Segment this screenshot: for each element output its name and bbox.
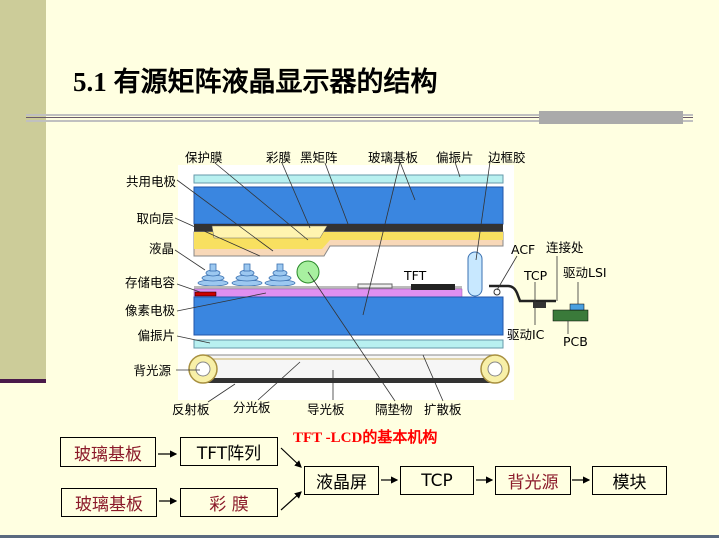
label-diffuser: 扩散板 [424, 402, 462, 417]
title-rule [26, 114, 693, 116]
flow-box-lcd-panel: 液晶屏 [304, 466, 379, 495]
title-rule [26, 117, 693, 118]
leader-lines [174, 161, 579, 403]
label-color-filter: 彩膜 [266, 150, 291, 165]
driver-lsi [569, 303, 585, 311]
label-tft: TFT [403, 268, 427, 283]
flow-box-glass-substrate-2: 玻璃基板 [61, 488, 157, 517]
label-reflector: 反射板 [172, 402, 210, 417]
label-common-electrode: 共用电极 [126, 174, 177, 189]
label-prism-sheet: 分光板 [233, 400, 271, 415]
flow-box-color-film: 彩 膜 [180, 488, 278, 517]
storage-capacitor [194, 291, 217, 297]
tcp-film [489, 284, 556, 303]
label-polarizer-bottom: 偏振片 [137, 328, 175, 343]
bottom-glass [193, 296, 504, 336]
label-acf: ACF [511, 242, 535, 257]
label-driver-ic: 驱动IC [507, 327, 545, 342]
slide-title: 5.1 有源矩阵液晶显示器的结构 [73, 67, 438, 97]
label-pcb: PCB [563, 334, 588, 349]
label-sealant: 边框胶 [488, 150, 526, 165]
flow-box-tcp: TCP [400, 466, 474, 495]
label-light-guide: 导光板 [307, 402, 345, 417]
acf [493, 288, 501, 296]
diagram-caption: TFT -LCD的基本机构 [293, 430, 438, 446]
label-backlight: 背光源 [133, 363, 171, 378]
flow-box-backlight: 背光源 [495, 466, 571, 495]
label-polarizer-top: 偏振片 [436, 150, 474, 165]
title-rule-block [539, 111, 683, 124]
driver-ic [533, 302, 546, 308]
label-connection: 连接处 [546, 240, 584, 255]
label-tcp: TCP [523, 268, 548, 283]
pcb [552, 309, 589, 322]
label-protective-film: 保护膜 [185, 150, 223, 165]
liquid-crystal-molecules [197, 263, 296, 287]
top-polarizer [193, 174, 504, 184]
label-storage-capacitor: 存储电容 [125, 275, 175, 290]
tft [411, 284, 455, 290]
label-alignment-layer: 取向层 [136, 211, 174, 226]
flow-box-tft-array: TFT阵列 [180, 437, 278, 466]
flow-box-module: 模块 [592, 466, 667, 495]
black-matrix [194, 224, 503, 232]
tft-electrode [357, 283, 393, 289]
left-accent-bar [0, 0, 46, 379]
left-accent-line [0, 379, 46, 383]
title-rule [26, 120, 693, 122]
label-glass-substrate: 玻璃基板 [368, 150, 419, 165]
color-filter [211, 225, 328, 239]
label-pixel-electrode: 像素电极 [125, 303, 176, 318]
label-driver-lsi: 驱动LSI [563, 265, 607, 280]
bottom-polarizer [193, 339, 504, 349]
backlight-unit [188, 354, 510, 384]
top-glass [193, 186, 504, 225]
sealant [467, 251, 483, 297]
label-spacer: 隔垫物 [375, 402, 413, 417]
insulation-layer [194, 286, 462, 289]
label-liquid-crystal: 液晶 [149, 241, 174, 256]
label-black-matrix: 黑矩阵 [300, 150, 338, 165]
bottom-line [0, 535, 719, 538]
flow-arrows [158, 447, 591, 511]
flow-box-glass-substrate-1: 玻璃基板 [60, 437, 156, 467]
